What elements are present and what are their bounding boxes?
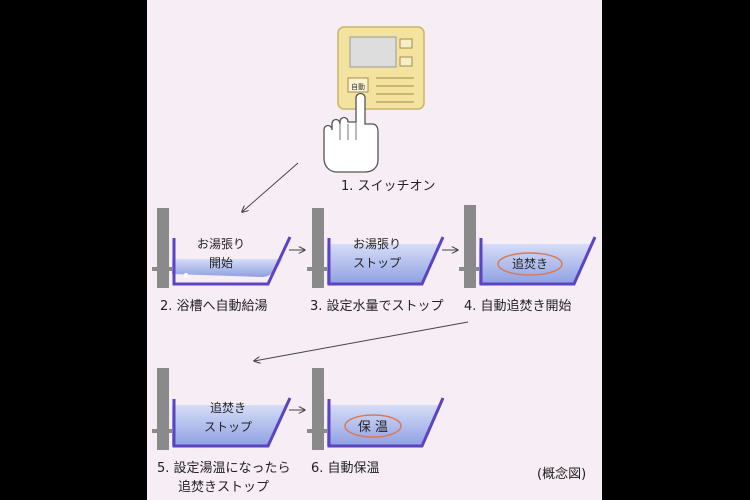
- tub-5-text-2: ストップ: [204, 420, 252, 434]
- panel-small-button: [399, 38, 413, 49]
- pointing-hand-icon: [323, 92, 379, 173]
- arrow-icon: [254, 321, 469, 361]
- auto-button: [347, 77, 369, 93]
- tub-4-text: 追焚き: [512, 256, 548, 271]
- concept-note: (概念図): [537, 466, 586, 482]
- circulation-loop-icon: [344, 414, 402, 438]
- tub-step-6: 保 温: [307, 368, 445, 450]
- step-1-label: 1. スイッチオン: [341, 179, 436, 194]
- step-5-label-line-1: 5. 設定湯温になったら: [157, 460, 291, 476]
- arrow-icon: [242, 162, 299, 212]
- step-2-label: 2. 浴槽へ自動給湯: [160, 299, 268, 314]
- tub-2-text-1: お湯張り: [197, 237, 245, 251]
- step-5-label-line-2: 追焚きストップ: [178, 479, 269, 495]
- tub-step-4: 追焚き: [459, 205, 597, 288]
- remote-control-panel: 自動: [337, 26, 425, 110]
- panel-small-button: [399, 56, 413, 67]
- step-6-label: 6. 自動保温: [311, 461, 380, 476]
- tub-3-text-1: お湯張り: [353, 237, 401, 251]
- tub-step-5: 追焚き ストップ: [152, 368, 292, 450]
- tub-6-text: 保 温: [358, 420, 388, 435]
- step-3-label: 3. 設定水量でストップ: [310, 298, 444, 314]
- circulation-loop-icon: [497, 252, 563, 276]
- tub-step-3: お湯張り ストップ: [307, 208, 445, 288]
- auto-button-label: 自動: [351, 82, 365, 91]
- tub-3-text-2: ストップ: [353, 256, 401, 270]
- tub-step-2: お湯張り 開始: [152, 208, 292, 288]
- tub-5-text-1: 追焚き: [210, 400, 246, 415]
- tub-2-text-2: 開始: [209, 256, 233, 270]
- step-4-label: 4. 自動追焚き開始: [464, 298, 572, 314]
